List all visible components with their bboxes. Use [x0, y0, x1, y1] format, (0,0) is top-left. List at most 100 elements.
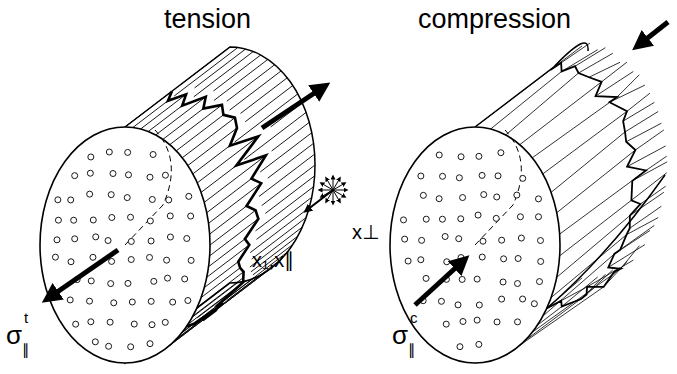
fibre-section [474, 276, 480, 282]
fibre-section [400, 217, 406, 223]
fibre-section [474, 317, 480, 323]
fibre-section [499, 296, 505, 302]
fibre-section [149, 196, 155, 202]
fibre-section [55, 217, 61, 223]
fibre-section [111, 300, 117, 306]
fibre-section [455, 302, 461, 308]
fibre-section [125, 280, 131, 286]
fibre-section [67, 297, 73, 303]
fibre-section [167, 213, 173, 219]
fibre-section [423, 216, 429, 222]
cross-section [40, 127, 210, 363]
fibre-section [149, 322, 155, 328]
fibre-section [405, 258, 411, 264]
fibre-section [459, 276, 465, 282]
fibre-section [109, 258, 115, 264]
fibre-section [87, 191, 93, 197]
fibre-section [498, 150, 504, 156]
fibre-section [514, 192, 520, 198]
compression-specimen [390, 43, 667, 363]
fibre-section [165, 275, 171, 281]
axis-label: x⊥ [352, 222, 379, 242]
fibre-section [443, 321, 449, 327]
fibre-section [185, 298, 191, 304]
fibre-section [106, 343, 112, 349]
fibre-section [148, 298, 154, 304]
fibre-section [460, 318, 466, 324]
fibre-section [475, 212, 481, 218]
fibre-section [535, 214, 541, 220]
fibre-section [436, 196, 442, 202]
stress-subscript: ∥ [408, 342, 416, 357]
panel-title: compression [418, 6, 571, 33]
stress-superscript: c [410, 310, 418, 325]
fibre-section [106, 149, 112, 155]
fibre-section [90, 217, 96, 223]
fibre-section [128, 344, 134, 350]
fibre-section [479, 172, 485, 178]
fibre-section [423, 275, 429, 281]
fibre-section [107, 319, 113, 325]
fibre-section [458, 154, 464, 160]
fibre-section [68, 197, 74, 203]
fibre-section [167, 234, 173, 240]
fibre-section [184, 236, 190, 242]
fibre-section [151, 278, 157, 284]
load-arrow [262, 88, 322, 128]
kink-band [546, 63, 646, 309]
axis-label: x₁,x∥ [252, 250, 294, 270]
fibre-section [128, 214, 134, 220]
fibre-section [515, 319, 521, 325]
panel-title: tension [164, 6, 251, 33]
load-arrow [415, 262, 462, 305]
fibre-section [73, 321, 79, 327]
fibre-section [54, 237, 60, 243]
fibre-section [500, 279, 506, 285]
fibre-section [418, 173, 424, 179]
fibre-section [93, 234, 99, 240]
fibre-section [170, 299, 176, 305]
fibre-section [494, 194, 500, 200]
fibre-section [515, 255, 521, 261]
load-arrow [50, 250, 118, 297]
fibre-section [52, 254, 58, 260]
fibre-section [494, 319, 500, 325]
fibre-section [147, 218, 153, 224]
fibre-section [499, 237, 505, 243]
fibre-section [109, 214, 115, 220]
fibre-section [128, 238, 134, 244]
fibre-section [182, 276, 188, 282]
fibre-section [87, 170, 93, 176]
fibre-section [87, 298, 93, 304]
fibre-section [439, 216, 445, 222]
fibre-section [476, 341, 482, 347]
fibre-section [55, 197, 61, 203]
fibre-section [520, 296, 526, 302]
fibre-section [493, 215, 499, 221]
fibre-section [148, 238, 154, 244]
fibre-section [481, 192, 487, 198]
stress-superscript: t [24, 310, 28, 325]
fibre-section [90, 254, 96, 260]
stress-symbol: σ [392, 322, 408, 348]
fibre-section [476, 302, 482, 308]
fibre-section [186, 193, 192, 199]
fibre-section [419, 237, 425, 243]
fibre-section [456, 175, 462, 181]
fibre-section [105, 238, 111, 244]
fibre-section [147, 341, 153, 347]
fibre-section [72, 173, 78, 179]
fibre-section [460, 195, 466, 201]
fibre-section [166, 197, 172, 203]
fibre-section [480, 238, 486, 244]
fibre-section [164, 257, 170, 263]
fibre-section [88, 319, 94, 325]
fibre-section [535, 196, 541, 202]
fibre-section [531, 301, 537, 307]
fibre-section [458, 255, 464, 261]
fibre-section [88, 154, 94, 160]
stress-subscript: ∥ [22, 342, 30, 357]
fibre-section [518, 235, 524, 241]
